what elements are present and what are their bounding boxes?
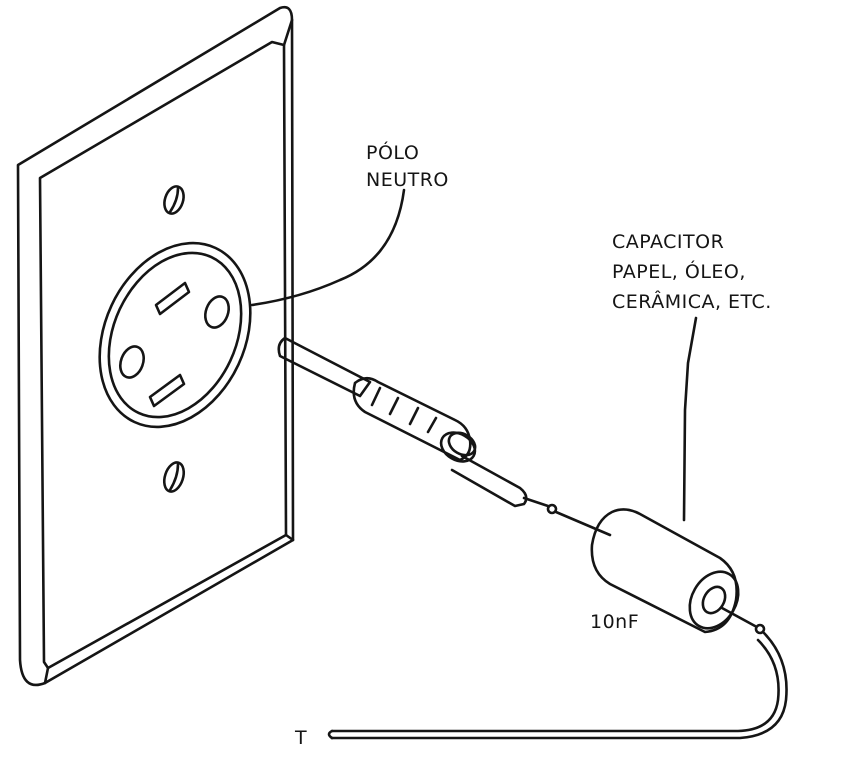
lead-wire — [327, 631, 788, 740]
outlet-slot — [148, 373, 186, 408]
label-terminal: T — [295, 727, 308, 749]
label-capacitance: 10nF — [590, 611, 640, 633]
screw-icon — [163, 185, 185, 215]
label-capacitor-line3: CERÂMICA, ETC. — [612, 291, 772, 313]
outlet-hole — [119, 345, 145, 379]
label-capacitor-line2: PAPEL, ÓLEO, — [612, 261, 746, 283]
label-capacitor-line1: CAPACITOR — [612, 231, 725, 253]
label-polo-line1: PÓLO — [366, 142, 420, 164]
leader-line-polo — [250, 188, 406, 307]
probe-icon — [277, 336, 612, 537]
receptacle — [98, 241, 252, 429]
outlet-hole — [204, 295, 230, 329]
leader-line-capacitor — [682, 316, 698, 522]
capacitor-icon — [590, 508, 766, 635]
wall-plate — [16, 5, 295, 687]
screw-icon — [162, 461, 186, 493]
outlet-slot — [154, 281, 191, 316]
label-polo-line2: NEUTRO — [366, 169, 449, 191]
